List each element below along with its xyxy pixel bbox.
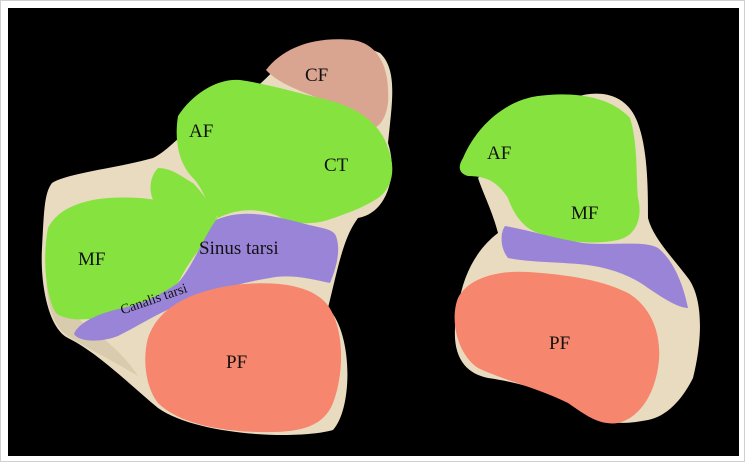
af-mf-facet-right: [459, 94, 640, 243]
pf-facet-left: [145, 283, 342, 433]
label-af-left: AF: [189, 121, 214, 142]
talus-illustration: [41, 39, 700, 435]
sinus-tarsi-region-right: [501, 226, 688, 308]
af-mf-bridge-left: [150, 168, 218, 220]
label-pf-right: PF: [549, 333, 571, 354]
bone-photograph: CF AF CT MF Sinus tarsi Canalis tarsi PF…: [8, 8, 739, 456]
cf-region-left: [266, 39, 389, 128]
af-ct-facet-left: [176, 79, 393, 224]
label-cf: CF: [305, 65, 329, 86]
label-af-right: AF: [487, 143, 512, 164]
pf-facet-right: [454, 271, 660, 424]
label-sinus-tarsi: Sinus tarsi: [199, 238, 279, 259]
mf-facet-left: [45, 197, 219, 320]
sinus-tarsi-region: [74, 213, 339, 341]
label-pf-left: PF: [226, 352, 248, 373]
label-ct: CT: [324, 155, 349, 176]
label-mf-right: MF: [571, 203, 599, 224]
label-mf-left: MF: [78, 249, 106, 270]
